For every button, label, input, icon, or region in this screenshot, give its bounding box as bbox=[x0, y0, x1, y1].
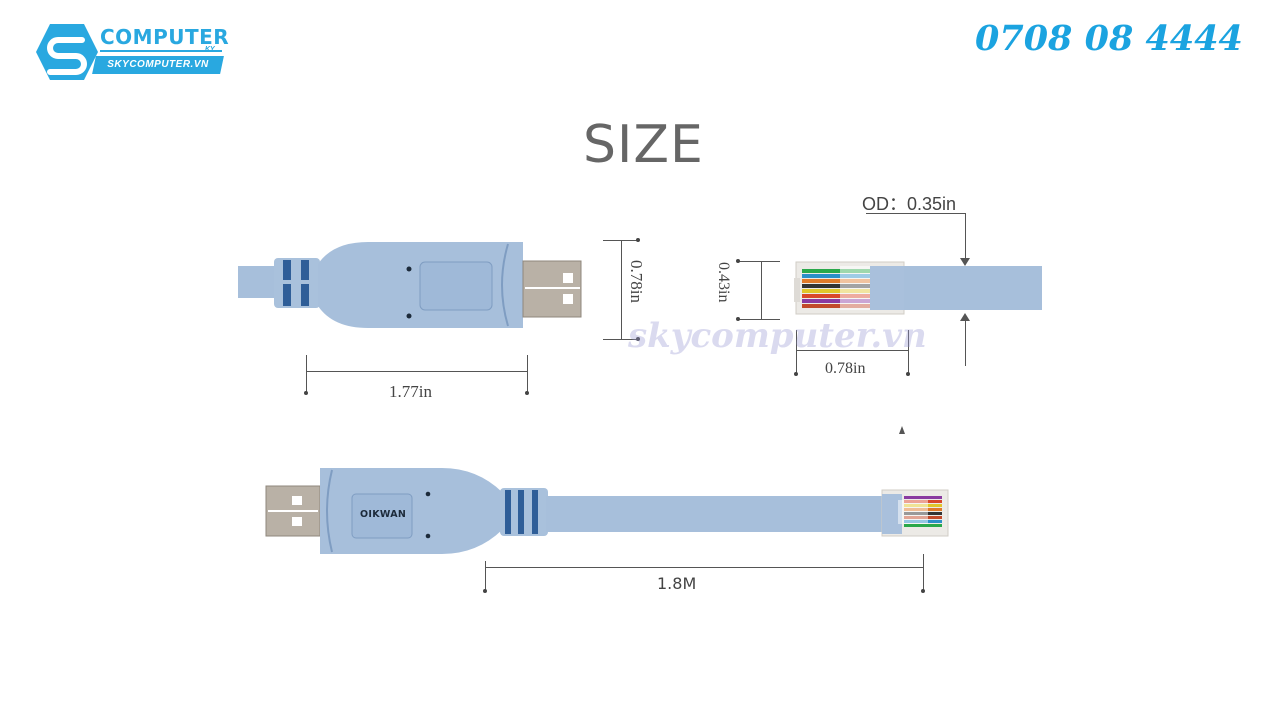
page-title: SIZE bbox=[583, 115, 704, 175]
cursor-icon bbox=[899, 426, 905, 434]
logo-s-hexagon-icon bbox=[36, 24, 98, 80]
dimension-line-usb-height bbox=[621, 240, 622, 340]
dimension-tick-right bbox=[527, 355, 528, 393]
hotline-phone[interactable]: 0708 08 4444 bbox=[975, 18, 1243, 59]
dimension-dot bbox=[525, 391, 529, 395]
brand-label-oikwan: OIKWAN bbox=[360, 509, 407, 520]
dimension-dot bbox=[736, 317, 740, 321]
dimension-tick-left bbox=[485, 561, 486, 591]
rj45-connector-closeup-illustration bbox=[794, 261, 1042, 315]
dimension-line-rj45-length bbox=[796, 350, 908, 351]
dimension-tick-top bbox=[738, 261, 780, 262]
rj45-height-label: 0.43in bbox=[715, 262, 732, 303]
dimension-line-cable-length bbox=[485, 567, 923, 568]
od-label: OD：0.35in bbox=[862, 194, 957, 214]
rj45-length-label: 0.78in bbox=[825, 360, 866, 377]
cable-length-label: 1.8M bbox=[657, 574, 697, 593]
watermark-text: skycomputer.vn bbox=[628, 316, 927, 356]
dimension-dot bbox=[921, 589, 925, 593]
dimension-tick-bottom bbox=[738, 319, 780, 320]
dimension-dot bbox=[906, 372, 910, 376]
dimension-tick-left bbox=[306, 355, 307, 393]
dimension-line-usb-length bbox=[306, 371, 528, 372]
dimension-dot bbox=[794, 372, 798, 376]
full-cable-illustration bbox=[265, 468, 949, 554]
logo-domain-text: SKYCOMPUTER.VN bbox=[107, 59, 209, 70]
logo-domain-banner: SKYCOMPUTER.VN bbox=[92, 56, 224, 74]
dimension-tick-top bbox=[603, 240, 638, 241]
dimension-dot bbox=[636, 337, 640, 341]
od-arrow-bottom bbox=[965, 318, 966, 366]
dimension-line-rj45-height bbox=[761, 261, 762, 319]
od-arrow-top bbox=[965, 213, 966, 263]
dimension-tick-bottom bbox=[603, 339, 638, 340]
dimension-dot bbox=[483, 589, 487, 593]
usb-connector-closeup-illustration bbox=[238, 242, 582, 328]
usb-length-label: 1.77in bbox=[389, 382, 432, 401]
logo-divider bbox=[100, 50, 222, 52]
od-leader-line bbox=[866, 213, 965, 214]
logo-brand-suffix: KY bbox=[205, 46, 215, 53]
dimension-dot bbox=[636, 238, 640, 242]
dimension-dot bbox=[304, 391, 308, 395]
arrow-down-icon bbox=[960, 258, 970, 266]
dimension-tick-right bbox=[908, 330, 909, 374]
usb-height-label: 0.78in bbox=[627, 260, 646, 303]
dimension-tick-right bbox=[923, 554, 924, 591]
dimension-tick-left bbox=[796, 330, 797, 374]
logo-brand-text: COMPUTER bbox=[100, 25, 230, 49]
dimension-dot bbox=[736, 259, 740, 263]
arrow-up-icon bbox=[960, 313, 970, 321]
